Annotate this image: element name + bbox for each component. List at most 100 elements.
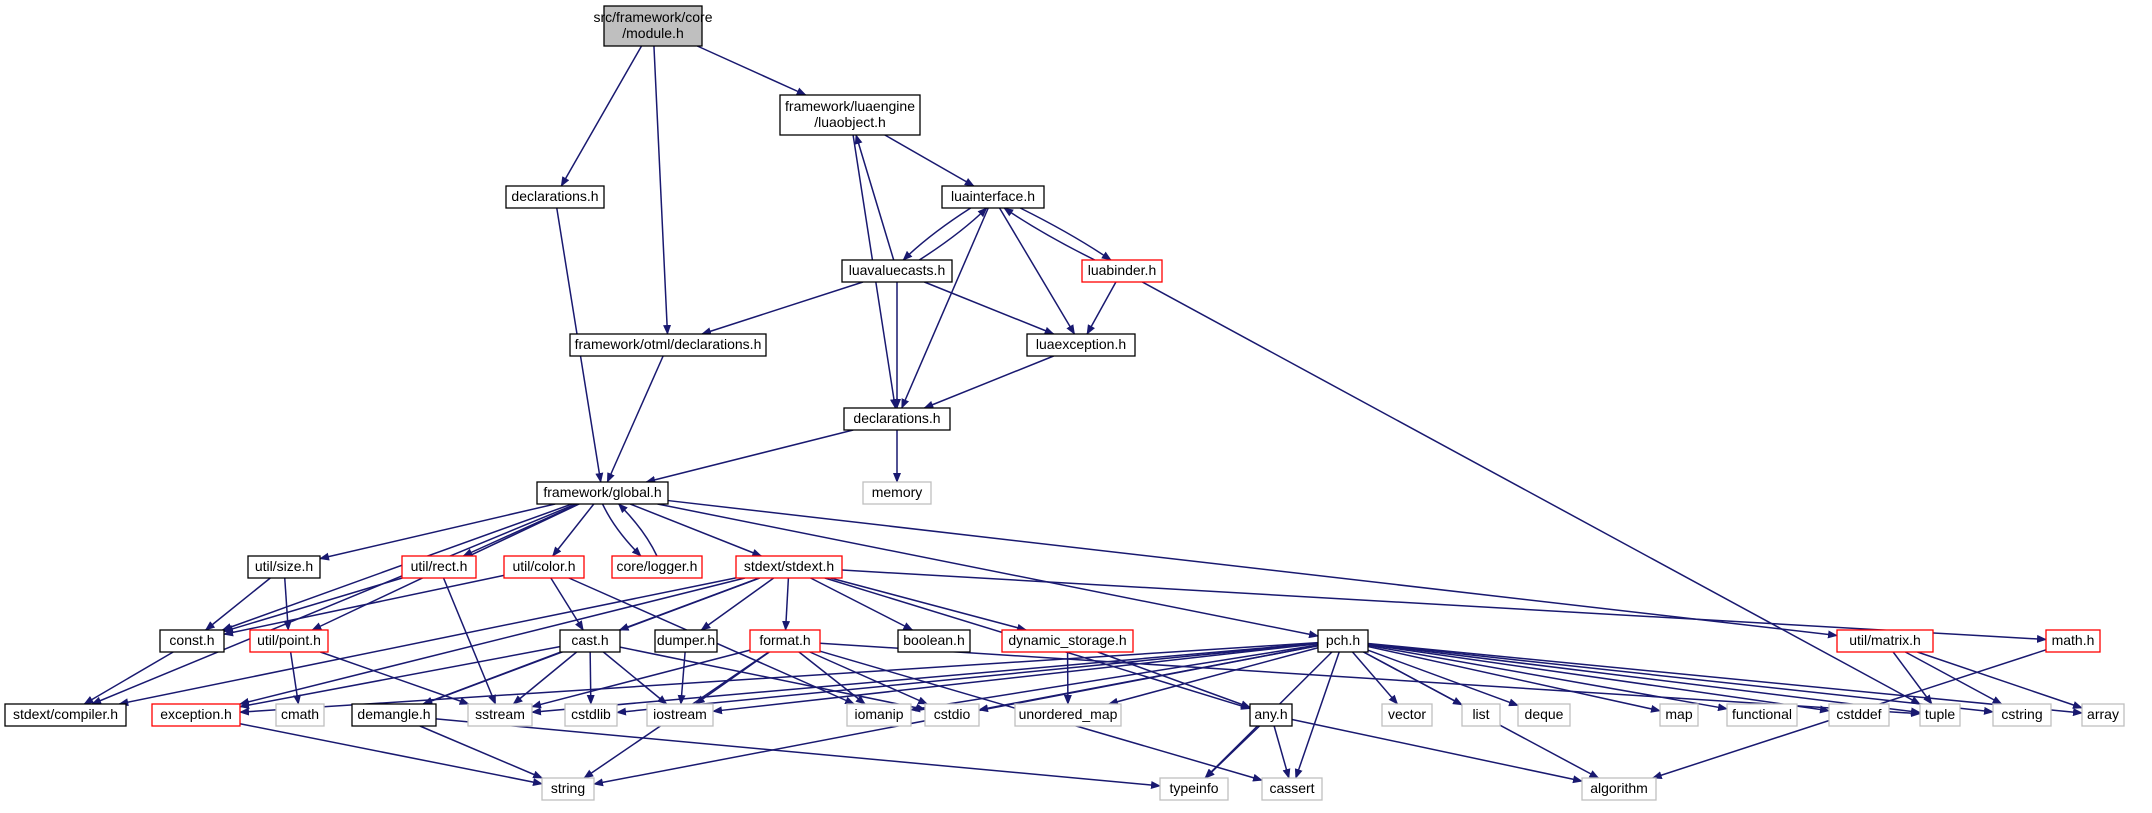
node-label: core/logger.h [617,558,698,574]
node-label: math.h [2052,632,2095,648]
node-label: vector [1388,706,1426,722]
node-label: unordered_map [1019,706,1118,722]
node-functional[interactable]: functional [1726,703,1798,727]
node-label: pch.h [1326,632,1360,648]
node-framework-global-h[interactable]: framework/global.h [536,481,669,505]
nodes-layer: src/framework/core/module.h framework/lua… [4,5,2125,801]
node-src-framework-core-module-h[interactable]: src/framework/core/module.h [593,5,713,47]
edge-decl2-to-global [645,429,854,484]
node-box [2081,703,2125,727]
node-sstream[interactable]: sstream [467,703,533,727]
edge-pch-to-array [1367,642,2083,717]
edge-luabinder-to-tuple [1141,281,1921,705]
edge-luavaluecasts-to-luaobject [854,134,895,261]
node-box [846,703,912,727]
node-unordered-map[interactable]: unordered_map [1014,703,1122,727]
node-util-size-h[interactable]: util/size.h [247,555,321,579]
node-cstddef[interactable]: cstddef [1828,703,1890,727]
node-util-matrix-h[interactable]: util/matrix.h [1836,629,1934,653]
edge-matrix-to-array [1917,651,2083,709]
node-list[interactable]: list [1461,703,1501,727]
node-util-color-h[interactable]: util/color.h [503,555,585,579]
node-label: util/rect.h [411,558,468,574]
node-cast-h[interactable]: cast.h [559,629,621,653]
node-dynamic-storage-h[interactable]: dynamic_storage.h [1001,629,1134,653]
node-box [749,629,821,653]
node-luabinder-h[interactable]: luabinder.h [1081,259,1163,283]
node-string[interactable]: string [541,777,595,801]
node-declarations-h[interactable]: declarations.h [843,407,951,431]
node-const-h[interactable]: const.h [159,629,225,653]
node-framework-luaengine-luaobject-h[interactable]: framework/luaengine/luaobject.h [779,94,921,136]
edge-cast-to-cstdlib [586,651,595,705]
node-luaexception-h[interactable]: luaexception.h [1026,333,1136,357]
edge-cast-to-exception [239,645,561,710]
node-box [654,629,718,653]
node-label: declarations.h [511,188,598,204]
node-format-h[interactable]: format.h [749,629,821,653]
node-cstring[interactable]: cstring [1992,703,2052,727]
node-cmath[interactable]: cmath [275,703,325,727]
node-math-h[interactable]: math.h [2045,629,2101,653]
node-box [1581,777,1657,801]
node-box [151,703,241,727]
node-deque[interactable]: deque [1517,703,1571,727]
node-boolean-h[interactable]: boolean.h [897,629,971,653]
node-tuple[interactable]: tuple [1919,703,1961,727]
node-label: cstdio [934,706,971,722]
node-exception-h[interactable]: exception.h [151,703,241,727]
node-demangle-h[interactable]: demangle.h [351,703,437,727]
node-box [541,777,595,801]
node-iostream[interactable]: iostream [646,703,714,727]
node-label: string [551,780,585,796]
node-stdext-compiler-h[interactable]: stdext/compiler.h [4,703,127,727]
node-box [841,259,953,283]
node-array[interactable]: array [2081,703,2125,727]
node-label: demangle.h [357,706,430,722]
node-dumper-h[interactable]: dumper.h [654,629,718,653]
node-label: map [1665,706,1692,722]
node-iomanip[interactable]: iomanip [846,703,912,727]
node-core-logger-h[interactable]: core/logger.h [611,555,703,579]
edge-format-to-sstream [531,649,751,709]
node-box [1249,703,1293,727]
node-label: functional [1732,706,1792,722]
node-label: cast.h [571,632,608,648]
edge-point-to-cmath [289,651,301,705]
node-label: boolean.h [903,632,965,648]
node-stdext-stdext-h[interactable]: stdext/stdext.h [735,555,843,579]
edge-luainterface-to-decl2 [901,207,989,409]
node-box [1001,629,1134,653]
edge-demangle-to-string [419,725,544,779]
node-any-h[interactable]: any.h [1249,703,1293,727]
node-algorithm[interactable]: algorithm [1581,777,1657,801]
node-label: cstring [2001,706,2042,722]
node-pch-h[interactable]: pch.h [1317,629,1369,653]
node-map[interactable]: map [1659,703,1699,727]
node-declarations-h[interactable]: declarations.h [505,185,605,209]
edge-global-to-logger [601,503,642,557]
node-luainterface-h[interactable]: luainterface.h [941,185,1045,209]
edge-cast-to-demangle [422,651,562,705]
edge-matrix-to-cstring [1905,651,2003,705]
edge-pch-to-cstring [1367,642,1994,715]
node-box [351,703,437,727]
node-typeinfo[interactable]: typeinfo [1159,777,1229,801]
node-vector[interactable]: vector [1381,703,1433,727]
node-cstdio[interactable]: cstdio [924,703,980,727]
node-cassert[interactable]: cassert [1261,777,1323,801]
node-label: iostream [653,706,707,722]
node-cstdlib[interactable]: cstdlib [564,703,618,727]
node-box [1014,703,1122,727]
node-util-point-h[interactable]: util/point.h [249,629,329,653]
edge-exception-to-string [239,723,543,786]
node-memory[interactable]: memory [862,481,932,505]
edge-luabinder-to-luainterface [1003,207,1096,261]
node-label: cstdlib [571,706,611,722]
node-luavaluecasts-h[interactable]: luavaluecasts.h [841,259,953,283]
edge-logger-to-global [617,503,658,557]
node-framework-otml-declarations-h[interactable]: framework/otml/declarations.h [569,333,767,357]
node-util-rect-h[interactable]: util/rect.h [401,555,477,579]
node-label: memory [872,484,923,500]
